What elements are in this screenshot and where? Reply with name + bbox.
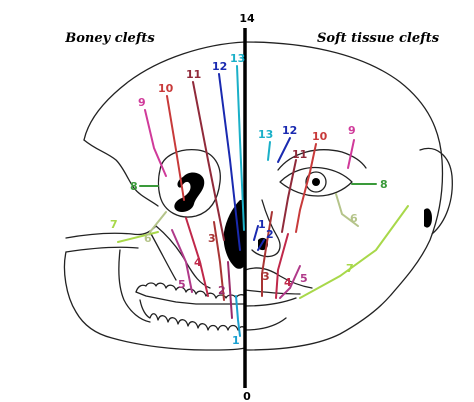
left-cleft-9-line [144,109,167,177]
left-cleft-7-label: 7 [110,218,118,231]
skull-nasal-aperture [223,200,245,269]
left-cleft-4-line [185,217,209,297]
axis-bottom-label: 0 [243,390,251,402]
face-mouth-line [244,289,301,295]
skull-orbital-fissure [174,172,205,212]
left-cleft-4-label: 4 [194,256,202,269]
face-eyebrow [277,149,367,171]
right-cleft-13-line [267,141,271,161]
left-cleft-12-label: 12 [212,60,227,73]
right-cleft-6-label: 6 [350,212,358,225]
left-cleft-11-line [192,81,225,241]
face-drawing [244,41,453,351]
right-cleft-7-line [299,205,409,299]
left-cleft-9-label: 9 [138,96,146,109]
right-cleft-8-label: 8 [380,178,388,191]
face-eye-pupil [312,178,320,186]
face-head-outline [244,41,444,351]
skull-orbit-outline [157,149,221,218]
left-cleft-1-line [235,295,241,337]
left-cleft-1-label: 1 [232,334,240,347]
left-cleft-3-line [213,221,225,301]
right-cleft-1-label: 1 [258,218,266,231]
right-cleft-5-label: 5 [300,272,308,285]
axis-top-label: 14 [239,12,255,25]
right-cleft-5-line [279,265,301,299]
left-cleft-lines [117,65,245,337]
right-cleft-4-label: 4 [284,276,292,289]
right-cleft-6-line [335,193,359,227]
right-cleft-4-line [275,233,289,299]
left-cleft-13-label: 13 [230,52,245,65]
face-upper-lip [244,267,313,289]
skull-cranium-outline [83,41,246,141]
right-cleft-11-label: 11 [292,148,307,161]
left-title: Boney clefts [64,31,155,46]
right-cleft-3-line [261,211,273,297]
left-cleft-5-label: 5 [178,278,186,291]
right-cleft-3-label: 3 [262,270,270,283]
face-ear-mark [424,208,432,228]
right-cleft-12-line [277,137,291,163]
right-cleft-10-label: 10 [312,130,328,143]
face-lower-lip [244,297,297,307]
right-cleft-1-line [253,225,259,241]
left-cleft-6-line [149,211,167,233]
skull-upper-teeth [135,291,246,305]
left-cleft-11-label: 11 [186,68,201,81]
skull-zygoma-lower [65,246,139,253]
right-cleft-12-label: 12 [282,124,297,137]
face-chin [244,317,287,331]
left-cleft-10-line [166,95,185,201]
left-cleft-2-label: 2 [218,284,226,297]
skull-lower-teeth-row [139,299,246,331]
right-cleft-2-label: 2 [266,228,274,241]
right-cleft-lines [253,137,409,299]
left-cleft-12-line [218,73,241,251]
right-cleft-9-line [347,139,355,169]
right-title: Soft tissue clefts [317,31,440,46]
left-cleft-13-line [236,65,245,231]
skull-cheek-line [149,231,177,281]
left-cleft-5-line [171,229,193,293]
right-cleft-2-line [257,239,265,251]
face-nose-outline [251,199,281,258]
left-cleft-10-label: 10 [158,82,174,95]
left-cleft-6-label: 6 [144,232,152,245]
right-cleft-11-line [281,159,297,233]
right-cleft-7-label: 7 [346,262,354,275]
skull-temporal-outline [83,139,159,207]
face-ear-outline [419,147,453,235]
right-cleft-9-label: 9 [348,124,356,137]
skull-mandible-outline [63,251,246,351]
right-cleft-10-line [295,143,317,233]
left-cleft-7-line [117,231,159,243]
left-cleft-2-line [227,261,233,319]
left-cleft-8-label: 8 [130,180,138,193]
right-cleft-13-label: 13 [258,128,273,141]
left-cleft-3-label: 3 [208,232,216,245]
skull-ramus-outline [118,249,151,323]
skull-drawing [63,41,246,351]
